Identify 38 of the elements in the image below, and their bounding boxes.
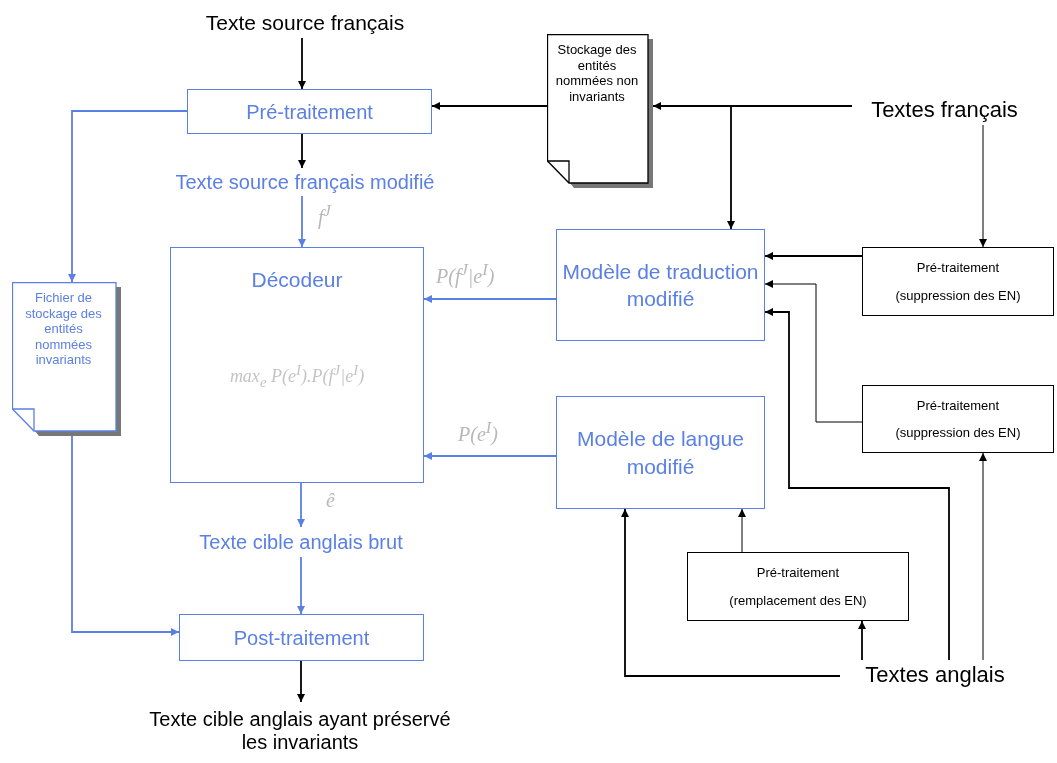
- arrow: [858, 620, 866, 661]
- arrow: [68, 110, 188, 283]
- arrow: [298, 133, 306, 169]
- text-label: Texte cible anglais ayant préservé les invariants: [140, 702, 460, 760]
- arrow: [298, 195, 306, 248]
- arrow: [764, 308, 950, 661]
- text-label: Texte cible anglais brut: [150, 527, 452, 557]
- arrow: [738, 508, 746, 553]
- text-label: Textes français: [852, 95, 1037, 125]
- arrow: [71, 435, 180, 636]
- arrow: [297, 482, 305, 528]
- process-box: Pré-traitement (remplacement des EN): [687, 552, 909, 621]
- arrow: [423, 295, 557, 303]
- edge-label: ê: [326, 490, 335, 510]
- process-box: Post-traitement: [179, 614, 424, 661]
- process-box: Pré-traitement (suppression des EN): [862, 247, 1054, 316]
- arrow: [423, 452, 557, 460]
- arrow: [979, 124, 987, 248]
- arrow: [621, 508, 841, 677]
- arrow: [297, 660, 305, 703]
- text-label: Texte source français: [170, 8, 440, 38]
- arrow: [297, 556, 305, 615]
- text-label: Textes anglais: [840, 660, 1030, 690]
- edge-label: P(e$^{I}$): [458, 420, 498, 444]
- process-box: Pré-traitement (suppression des EN): [862, 385, 1054, 453]
- arrow: [979, 452, 987, 661]
- process-box: Modèle de langue modifié: [556, 396, 765, 509]
- arrow: [764, 280, 863, 423]
- arrow: [431, 102, 548, 110]
- arrow: [764, 252, 863, 260]
- arrow: [298, 37, 306, 90]
- text-label: Texte source français modifié: [140, 168, 470, 196]
- arrow: [727, 105, 853, 230]
- process-box: Pré-traitement: [187, 89, 432, 134]
- edge-label: f$^{J}$: [318, 203, 331, 227]
- process-box: Décodeur max$_{e}$ P(e$^{I}$).P(f$^{J}$|e$^{I}$): [170, 247, 424, 483]
- edge-label: P(f$^{J}$|e$^{I}$): [436, 262, 495, 286]
- process-box: Modèle de traduction modifié: [556, 229, 765, 341]
